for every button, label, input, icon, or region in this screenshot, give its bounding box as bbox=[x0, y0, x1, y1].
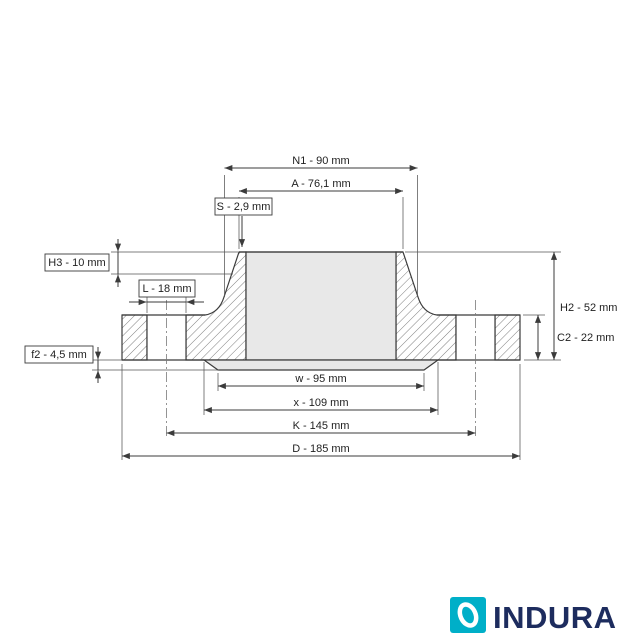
dimension-label-L: L - 18 mm bbox=[142, 283, 191, 295]
raised-face-lip bbox=[202, 359, 440, 371]
dimension-label-w: w - 95 mm bbox=[294, 373, 346, 385]
flange-rim-section-right bbox=[494, 314, 521, 361]
dimension-S: S - 2,9 mm bbox=[214, 197, 273, 247]
indura-logo: INDURA bbox=[450, 597, 617, 635]
dimension-label-f2: f2 - 4,5 mm bbox=[31, 349, 87, 361]
dimension-H3: H3 - 10 mm bbox=[44, 239, 238, 287]
hub-section-right bbox=[395, 251, 457, 361]
dimension-K: K - 145 mm bbox=[166, 420, 476, 437]
dimension-H2: H2 - 52 mm bbox=[405, 251, 617, 361]
bore bbox=[245, 251, 397, 361]
dimension-label-C2: C2 - 22 mm bbox=[557, 332, 614, 344]
dimension-label-H2: H2 - 52 mm bbox=[560, 302, 617, 314]
logo-icon-glyph bbox=[457, 602, 479, 628]
dimension-label-S: S - 2,9 mm bbox=[217, 201, 271, 213]
dimension-C2: C2 - 22 mm bbox=[523, 314, 614, 360]
dimension-L: L - 18 mm bbox=[129, 279, 204, 313]
dimension-x: x - 109 mm bbox=[203, 362, 439, 415]
dimension-D: D - 185 mm bbox=[121, 364, 521, 460]
dimension-f2: f2 - 4,5 mm bbox=[24, 345, 219, 383]
logo-wordmark: INDURA bbox=[493, 600, 617, 635]
dimension-label-x: x - 109 mm bbox=[293, 397, 348, 409]
dimension-label-H3: H3 - 10 mm bbox=[48, 257, 105, 269]
dimension-label-K: K - 145 mm bbox=[293, 420, 350, 432]
hub-section-left bbox=[185, 251, 247, 361]
dimension-label-D: D - 185 mm bbox=[292, 443, 349, 455]
dimension-label-A: A - 76,1 mm bbox=[291, 178, 350, 190]
flange-rim-section-left bbox=[121, 314, 148, 361]
flange-cross-section bbox=[121, 251, 521, 437]
dimension-w: w - 95 mm bbox=[217, 373, 425, 391]
logo-icon bbox=[450, 597, 486, 633]
dimension-label-N1: N1 - 90 mm bbox=[292, 155, 349, 167]
dimension-N1: N1 - 90 mm bbox=[224, 155, 418, 297]
